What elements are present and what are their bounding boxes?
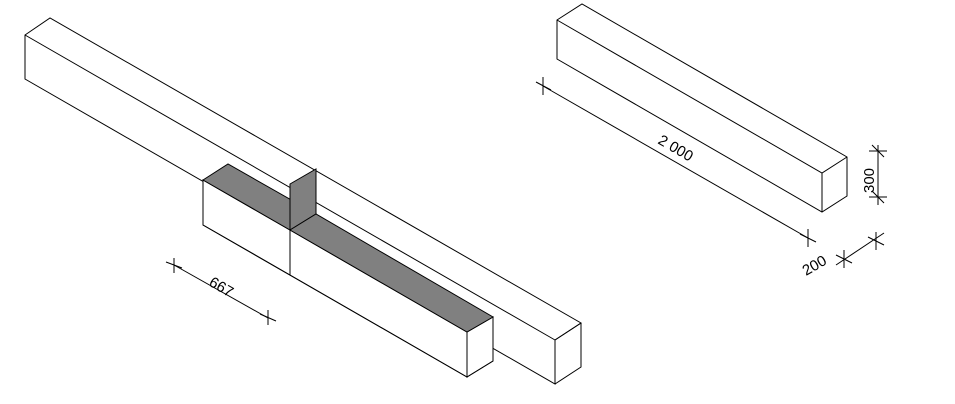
tick-mark bbox=[799, 229, 817, 247]
dimension-667: 667 bbox=[165, 258, 277, 325]
dimension-label-length: 2 000 bbox=[655, 132, 696, 165]
dimension-label-width: 200 bbox=[800, 252, 830, 279]
cut-beam bbox=[202, 163, 494, 378]
dimension-line bbox=[173, 264, 269, 319]
dimension-label-667: 667 bbox=[206, 274, 236, 301]
beam-outline bbox=[556, 3, 848, 213]
tick-mark bbox=[869, 190, 887, 204]
tick-mark bbox=[165, 258, 183, 273]
long-beam bbox=[24, 17, 582, 385]
tick-mark bbox=[535, 77, 552, 95]
dimension-label-height: 300 bbox=[861, 168, 878, 193]
dimension-height: 300 bbox=[861, 144, 887, 205]
beam-edges bbox=[556, 19, 848, 212]
dimension-length: 2 000 bbox=[535, 77, 817, 247]
tick-mark bbox=[259, 310, 277, 325]
tick-mark bbox=[867, 232, 885, 250]
dimension-width: 200 bbox=[800, 232, 885, 279]
tick-mark bbox=[869, 144, 887, 158]
tick-mark bbox=[835, 250, 853, 268]
cut-beam-edges bbox=[202, 180, 494, 378]
dimension-line bbox=[835, 232, 885, 266]
dimensioned-beam bbox=[556, 3, 848, 213]
dimension-line bbox=[542, 85, 809, 239]
